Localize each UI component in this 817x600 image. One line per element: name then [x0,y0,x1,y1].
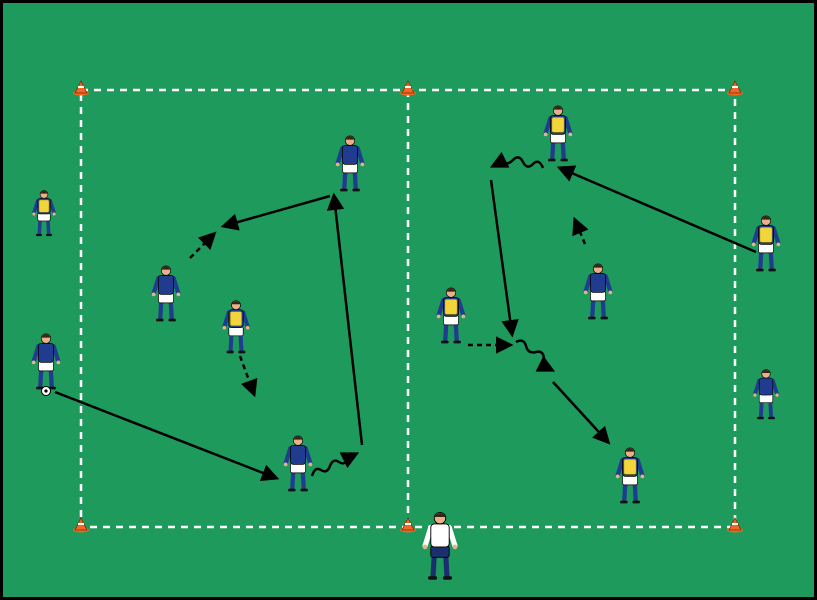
pass-arrow [54,390,280,482]
coach-figure [422,511,458,580]
run-arrow [572,216,589,245]
player-yellow-bib [543,105,573,162]
players [31,105,781,580]
pass-arrow [556,165,757,254]
player-yellow-bib [222,300,250,354]
player-blue [31,333,61,390]
movement-arrows [54,151,757,482]
pass-arrow [326,192,364,446]
run-arrow [189,231,217,259]
pass-arrow [489,179,519,338]
cone [73,517,89,533]
player-yellow-bib [436,287,466,344]
dribble-arrow [310,452,360,477]
dribble-arrow [515,339,556,372]
run-arrow [238,355,258,398]
dribble-arrow [489,151,545,169]
pass-arrow [552,381,611,445]
player-yellow-bib [32,190,56,237]
player-blue [753,369,779,420]
player-blue [583,263,613,320]
pass-arrow [220,194,331,231]
player-blue [283,435,313,492]
cone [73,80,89,96]
player-blue [151,265,181,322]
ball [41,386,51,396]
cone [400,517,416,533]
cone [727,80,743,96]
player-blue [335,135,365,192]
cone [727,517,743,533]
cones [73,80,743,533]
player-yellow-bib [751,215,781,272]
player-yellow-bib [615,447,645,504]
cone [400,80,416,96]
